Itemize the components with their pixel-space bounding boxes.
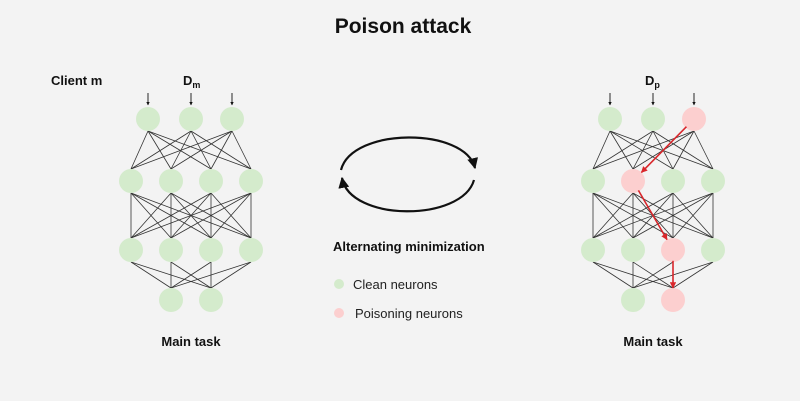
right-network <box>581 93 725 312</box>
right-edge-1-3-1 <box>632 192 714 239</box>
right-edge-2-2-0 <box>632 261 674 289</box>
left-clean-neuron-0-1 <box>179 107 203 131</box>
right-edge-0-2-0 <box>592 130 695 170</box>
right-clean-neuron-1-0 <box>581 169 605 193</box>
left-clean-neuron-3-1 <box>199 288 223 312</box>
left-edge-0-2-2 <box>210 130 233 170</box>
left-task-label: Main task <box>161 334 221 349</box>
right-clean-neuron-2-1 <box>621 238 645 262</box>
right-poison-neuron-1-1 <box>621 169 645 193</box>
left-clean-neuron-1-3 <box>239 169 263 193</box>
right-clean-neuron-2-0 <box>581 238 605 262</box>
left-edge-0-0-2 <box>147 130 212 170</box>
right-edge-1-3-2 <box>672 192 714 239</box>
left-clean-neuron-0-0 <box>136 107 160 131</box>
left-clean-neuron-0-2 <box>220 107 244 131</box>
right-edge-0-1-3 <box>652 130 714 170</box>
right-poison-arrow-1 <box>637 189 668 241</box>
right-poison-neuron-2-2 <box>661 238 685 262</box>
left-edge-0-2-3 <box>231 130 252 170</box>
right-edge-0-0-0 <box>592 130 611 170</box>
left-clean-neuron-1-1 <box>159 169 183 193</box>
left-edge-2-3-0 <box>170 261 252 289</box>
right-poison-arrow-0 <box>640 126 687 174</box>
cycle-label: Alternating minimization <box>333 239 485 254</box>
right-clean-neuron-3-0 <box>621 288 645 312</box>
left-edge-1-3-2 <box>210 192 252 239</box>
right-edge-0-2-3 <box>693 130 714 170</box>
left-edge-2-0-0 <box>130 261 172 289</box>
right-edge-2-3-1 <box>672 261 714 289</box>
right-edge-2-0-0 <box>592 261 634 289</box>
cycle-arrow-top <box>339 136 478 171</box>
legend-clean-label: Clean neurons <box>353 277 438 292</box>
right-poison-neuron-0-2 <box>682 107 706 131</box>
left-edge-0-0-3 <box>147 130 252 170</box>
client-label: Client m <box>51 73 102 88</box>
legend-poison-label: Poisoning neurons <box>355 306 463 321</box>
right-clean-neuron-2-3 <box>701 238 725 262</box>
left-edge-0-2-1 <box>170 130 233 170</box>
cycle-arrow-bottom <box>338 176 476 213</box>
right-edge-0-1-0 <box>592 130 654 170</box>
right-dataset-label: Dp <box>645 73 660 90</box>
left-edge-2-2-0 <box>170 261 212 289</box>
left-edge-0-0-0 <box>130 130 149 170</box>
right-edge-1-2-0 <box>592 192 674 239</box>
right-clean-neuron-0-0 <box>598 107 622 131</box>
left-dataset-label: Dm <box>183 73 200 90</box>
right-clean-neuron-0-1 <box>641 107 665 131</box>
left-edge-1-3-0 <box>130 192 252 239</box>
left-clean-neuron-1-2 <box>199 169 223 193</box>
left-edge-1-3-1 <box>170 192 252 239</box>
legend-poison-dot <box>334 308 344 318</box>
left-clean-neuron-2-0 <box>119 238 143 262</box>
left-edge-0-1-3 <box>190 130 252 170</box>
left-edge-0-1-0 <box>130 130 192 170</box>
left-clean-neuron-2-3 <box>239 238 263 262</box>
left-edge-0-0-1 <box>147 130 172 170</box>
left-edge-1-2-0 <box>130 192 212 239</box>
left-clean-neuron-2-1 <box>159 238 183 262</box>
right-task-label: Main task <box>623 334 683 349</box>
left-edge-0-2-0 <box>130 130 233 170</box>
right-edge-0-2-2 <box>672 130 695 170</box>
right-edge-1-1-0 <box>592 192 634 239</box>
left-clean-neuron-3-0 <box>159 288 183 312</box>
legend-clean-dot <box>334 279 344 289</box>
right-edge-0-0-3 <box>609 130 714 170</box>
left-edge-1-1-0 <box>130 192 172 239</box>
cycle-arrows-icon <box>338 136 478 213</box>
right-edge-0-0-2 <box>609 130 674 170</box>
left-clean-neuron-1-0 <box>119 169 143 193</box>
right-poison-neuron-3-1 <box>661 288 685 312</box>
right-clean-neuron-1-2 <box>661 169 685 193</box>
left-network <box>119 93 263 312</box>
left-clean-neuron-2-2 <box>199 238 223 262</box>
right-edge-0-0-1 <box>609 130 634 170</box>
page-title: Poison attack <box>335 15 472 38</box>
left-edge-2-3-1 <box>210 261 252 289</box>
right-clean-neuron-1-3 <box>701 169 725 193</box>
